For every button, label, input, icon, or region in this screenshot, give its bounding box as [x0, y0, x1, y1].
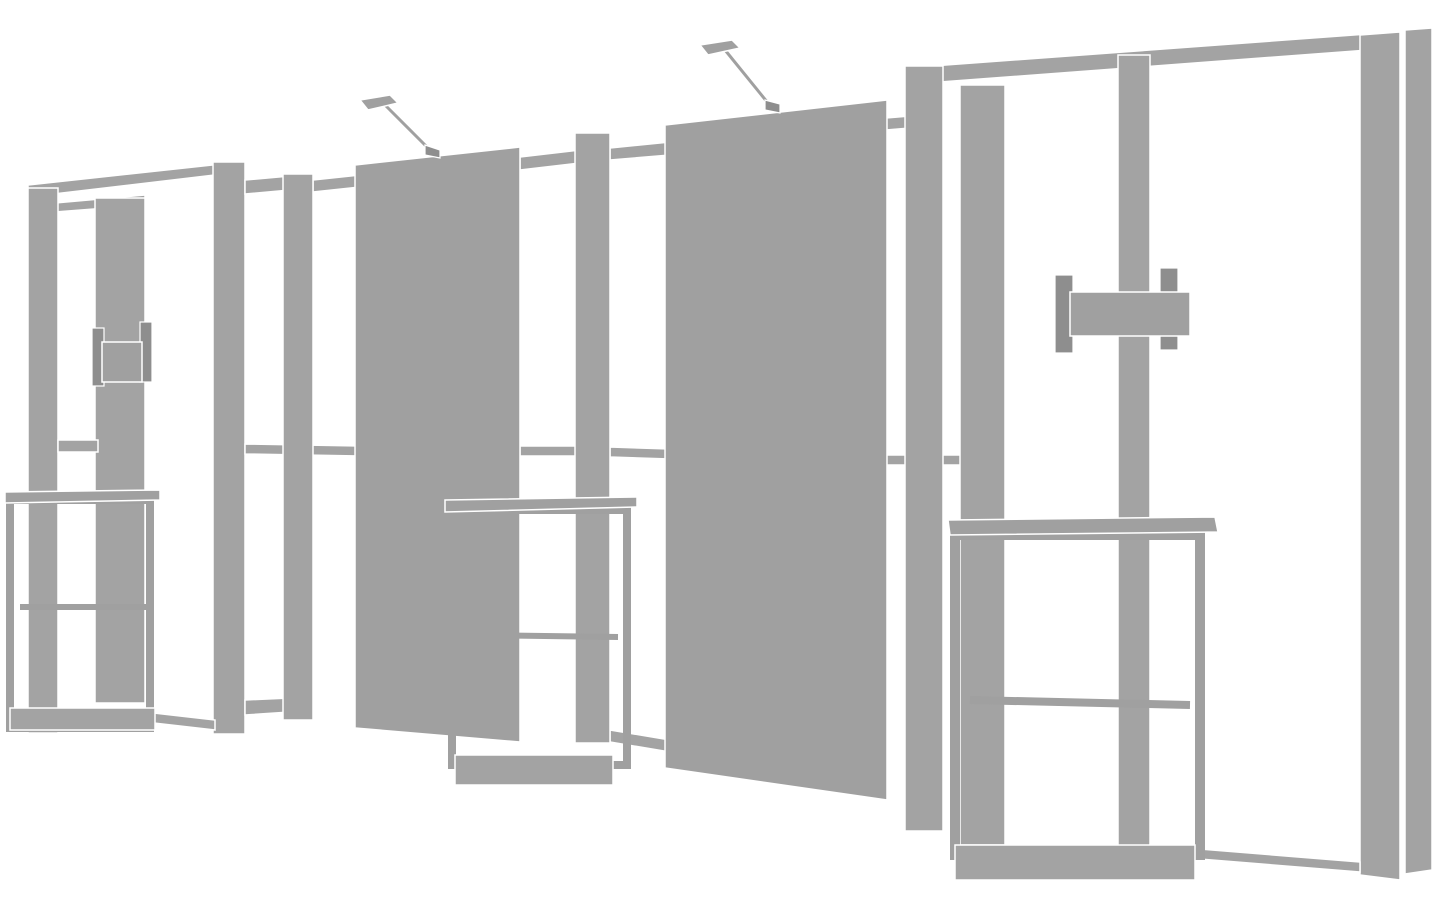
right-inner-post [1117, 54, 1151, 856]
right-back-post [1404, 27, 1433, 875]
right-monitor-mount [1054, 267, 1191, 354]
left-top-beam [27, 161, 241, 198]
right-frame [904, 27, 1433, 881]
right-post-outer-right [1359, 31, 1401, 881]
left-crossbar [57, 439, 99, 453]
pedestal-right [947, 516, 1219, 881]
left-post-outer [27, 187, 59, 734]
right-post-left-inner [959, 84, 1006, 846]
left-monitor-mount [91, 321, 153, 387]
lamp-1 [358, 94, 441, 159]
left-frame [27, 161, 246, 735]
left-post-right [212, 161, 246, 735]
left-post-inner [94, 197, 146, 704]
pedestal-middle [444, 496, 638, 786]
lamp-2 [698, 39, 781, 114]
post-3 [574, 132, 611, 744]
post-2 [282, 173, 314, 721]
right-post-outer-left [904, 65, 944, 832]
graphic-panel-2 [664, 99, 888, 801]
graphic-panel-1 [354, 146, 521, 743]
pedestal-left [4, 489, 161, 732]
